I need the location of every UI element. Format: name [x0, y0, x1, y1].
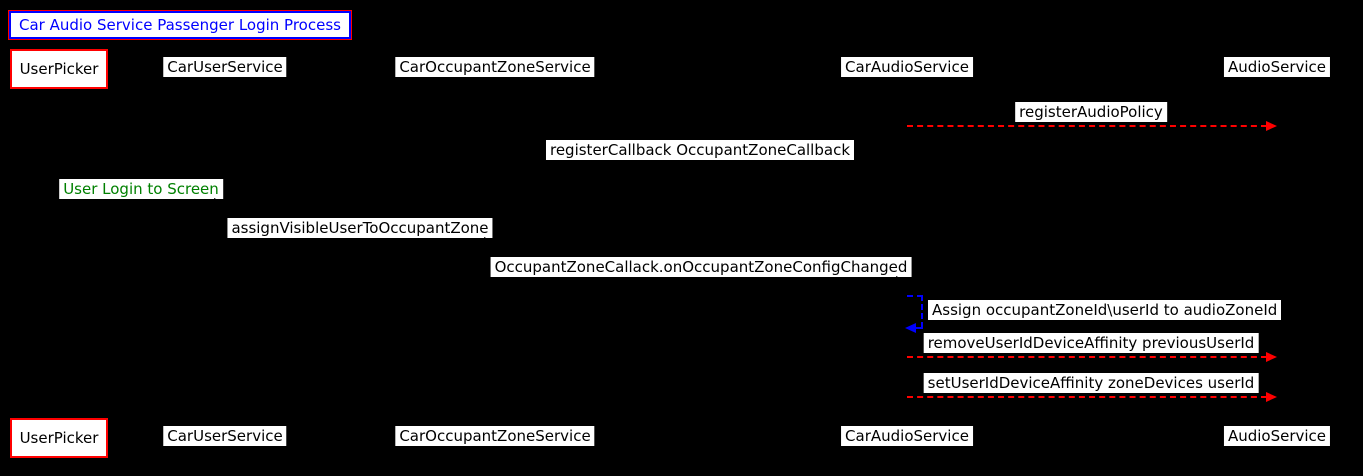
message-register-audio-policy-arrow — [907, 125, 1267, 127]
participant-userpicker-top-label: UserPicker — [19, 60, 99, 78]
message-assign-visible-user-arrow — [225, 241, 485, 243]
message-zone-config-changed-label: OccupantZoneCallack.onOccupantZoneConfig… — [490, 257, 912, 277]
participant-caraudioservice-bottom: CarAudioService — [841, 426, 973, 446]
message-remove-affinity-arrowhead-icon — [1266, 352, 1277, 362]
message-remove-affinity-label: removeUserIdDeviceAffinity previousUserI… — [923, 333, 1259, 353]
participant-audioservice-top: AudioService — [1223, 57, 1331, 77]
message-remove-affinity-arrow — [907, 356, 1267, 358]
message-register-audio-policy-arrowhead-icon — [1266, 121, 1277, 131]
message-user-login-arrowhead-icon — [214, 198, 225, 208]
message-set-affinity-label: setUserIdDeviceAffinity zoneDevices user… — [923, 373, 1259, 393]
message-register-callback-arrowhead-icon — [495, 159, 506, 169]
participant-userpicker-top: UserPicker — [10, 49, 108, 89]
message-zone-config-changed-arrow — [495, 280, 897, 282]
message-register-callback-label: registerCallback OccupantZoneCallback — [545, 140, 855, 160]
message-user-login-label: User Login to Screen — [59, 179, 223, 199]
message-assign-zone-self-arrow-side — [921, 295, 923, 328]
participant-caruserservice-top: CarUserService — [163, 57, 287, 77]
participant-caraudioservice-top: CarAudioService — [841, 57, 973, 77]
participant-audioservice-bottom: AudioService — [1223, 426, 1331, 446]
participant-userpicker-bottom-label: UserPicker — [19, 429, 99, 447]
participant-caruserservice-bottom: CarUserService — [163, 426, 287, 446]
message-assign-zone-self-arrow-top — [907, 295, 923, 297]
message-assign-zone-label: Assign occupantZoneId\userId to audioZon… — [928, 300, 1282, 320]
message-register-callback-arrow — [495, 163, 907, 165]
message-register-audio-policy-label: registerAudioPolicy — [1015, 102, 1167, 122]
message-assign-visible-user-arrowhead-icon — [484, 237, 495, 247]
message-zone-config-changed-arrowhead-icon — [896, 276, 907, 286]
participant-caroccupantzoneservice-bottom: CarOccupantZoneService — [395, 426, 595, 446]
participant-userpicker-bottom: UserPicker — [10, 418, 108, 458]
message-set-affinity-arrowhead-icon — [1266, 392, 1277, 402]
diagram-title-text: Car Audio Service Passenger Login Proces… — [19, 16, 341, 34]
participant-caroccupantzoneservice-top: CarOccupantZoneService — [395, 57, 595, 77]
message-assign-zone-self-arrow-bottom — [915, 327, 923, 329]
message-assign-visible-user-label: assignVisibleUserToOccupantZone — [227, 218, 493, 238]
message-assign-zone-arrowhead-icon — [905, 323, 916, 333]
message-set-affinity-arrow — [907, 396, 1267, 398]
message-user-login-arrow — [58, 202, 215, 204]
diagram-title: Car Audio Service Passenger Login Proces… — [8, 10, 352, 40]
